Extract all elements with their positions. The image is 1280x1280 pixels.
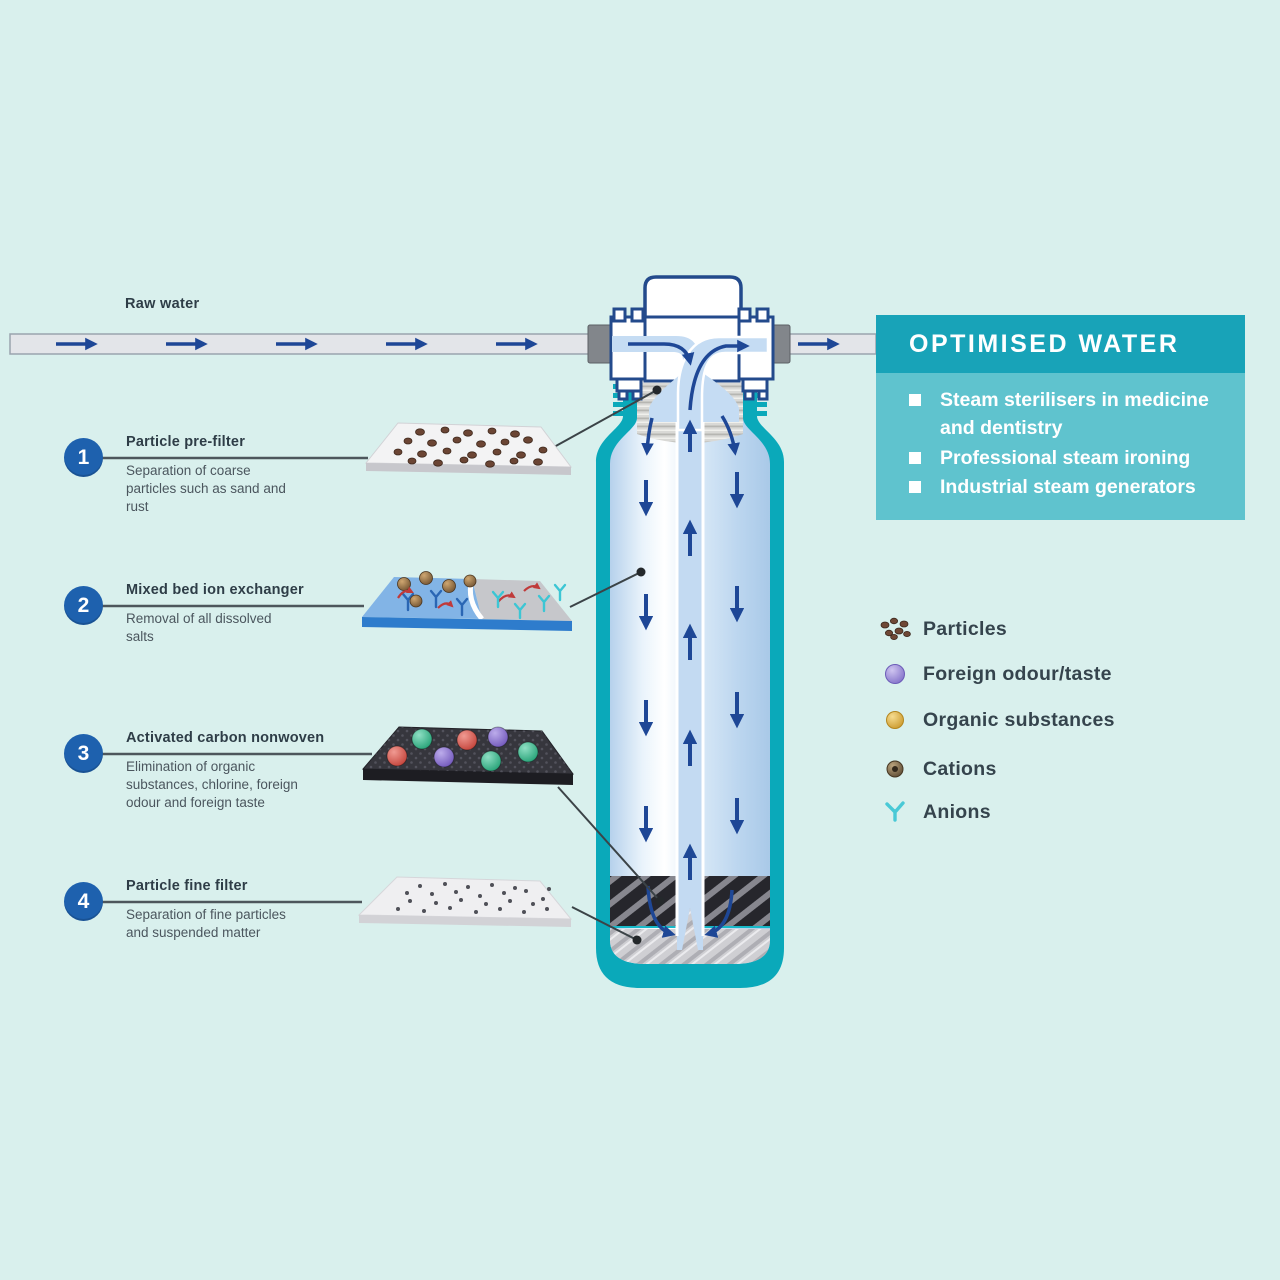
optimised-water-header: OPTIMISED WATER (876, 315, 1245, 373)
step-1-digit: 1 (77, 445, 90, 469)
legend-label: Anions (923, 800, 991, 823)
legend-label: Particles (923, 617, 1008, 640)
cations-icon (876, 759, 914, 779)
step-2-description: Removal of all dissolved salts (126, 611, 272, 644)
optimised-water-item-label: Professional steam ironing (940, 446, 1191, 469)
raw-water-label: Raw water (125, 296, 200, 312)
optimised-water-item: Professional steam ironing (909, 444, 1229, 472)
step-1-title: Particle pre-filter (126, 434, 246, 450)
square-bullet-icon (909, 394, 921, 406)
step-4-title: Particle fine filter (126, 878, 248, 894)
square-bullet-icon (909, 451, 921, 464)
leader-dots (632, 385, 665, 945)
slab-activated-carbon (361, 726, 574, 785)
legend-row-organic: Organic substances (876, 706, 1115, 734)
flow-arrows (628, 339, 750, 938)
legend-label: Organic substances (923, 708, 1115, 731)
optimised-water-item-label: Industrial steam generators (940, 475, 1196, 498)
step-3-description: Elimination of organic substances, chlor… (126, 759, 298, 810)
legend-row-anions: Anions (876, 798, 991, 826)
step-3-digit: 3 (77, 741, 90, 765)
legend-row-particles: Particles (876, 615, 1007, 643)
slab-ion-exchanger (362, 571, 572, 631)
optimised-water-list: Steam sterilisers in medicine and dentis… (876, 373, 1245, 521)
head-water-channels (612, 335, 770, 432)
optimised-water-item-label: Steam sterilisers in medicine and dentis… (940, 389, 1209, 440)
step-2-title: Mixed bed ion exchanger (126, 582, 304, 598)
step-3-number: 3 (64, 734, 103, 773)
foreign-odour-icon (876, 662, 914, 686)
step-4-number: 4 (64, 882, 103, 921)
step-2-digit: 2 (77, 593, 90, 617)
step-3-title: Activated carbon nonwoven (126, 730, 325, 746)
step-connector-lines (101, 456, 372, 904)
step-2-number: 2 (64, 586, 103, 625)
optimised-water-item: Industrial steam generators (909, 473, 1229, 501)
step-1-description: Separation of coarse particles such as s… (126, 463, 286, 514)
legend-row-cations: Cations (876, 755, 997, 783)
step-1-number: 1 (64, 438, 103, 477)
legend-label: Cations (923, 757, 997, 780)
step-4-description: Separation of fine particles and suspend… (126, 907, 286, 940)
optimised-water-title: OPTIMISED WATER (909, 329, 1180, 358)
optimised-water-item: Steam sterilisers in medicine and dentis… (909, 386, 1229, 443)
particles-icon (876, 616, 914, 642)
optimised-water-box: OPTIMISED WATER Steam sterilisers in med… (876, 315, 1245, 521)
slab-particle-fine-filter (357, 876, 573, 927)
legend-row-foreign-odour: Foreign odour/taste (876, 660, 1112, 688)
organic-substances-icon (876, 709, 914, 731)
filter-cartridge (596, 376, 784, 988)
step-4-digit: 4 (77, 889, 90, 913)
legend-label: Foreign odour/taste (923, 662, 1112, 685)
anions-icon (876, 800, 914, 824)
square-bullet-icon (909, 480, 921, 493)
leader-lines (544, 389, 661, 941)
slab-particle-pre-filter (364, 422, 573, 475)
